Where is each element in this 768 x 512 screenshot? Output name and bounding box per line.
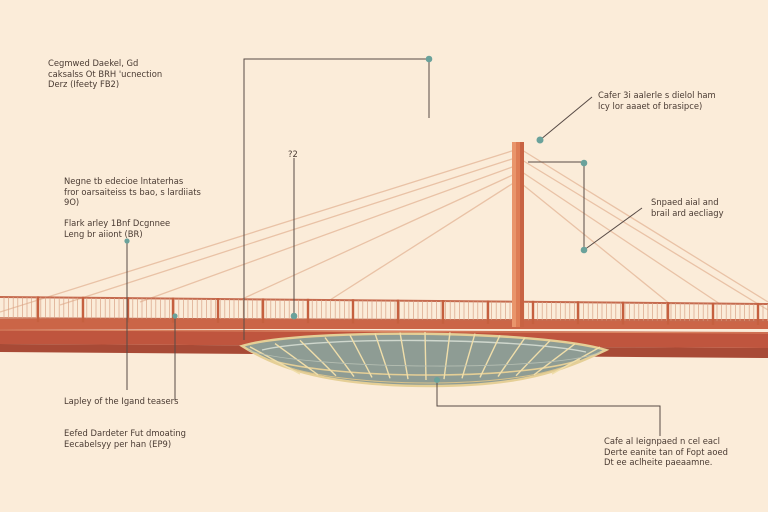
annotation-left-bottom-b: Eefed Dardeter Fut dmoating Eecabelsyy p… [64, 428, 186, 449]
bridge-railing [0, 296, 768, 325]
annotation-left-bottom-a: Lapley of the Igand teasers [64, 396, 179, 406]
bowl-rib [479, 335, 501, 378]
bowl-rib [324, 337, 355, 377]
annotation-top-left: Cegmwed Daekel, Gd caksalss Ot BRH 'ucne… [48, 58, 163, 89]
annotation-left-fork: Flark arley 1Bnf Dcgnnee Leng br aiiont … [64, 218, 171, 239]
tick-label: ?2 [288, 149, 298, 159]
bowl-rib [249, 346, 301, 375]
annotation-left-mid: Negne tb edecioe lntaterhas fror oarsait… [64, 176, 201, 207]
bowl-rib [461, 333, 476, 379]
annotation-right-top: Cafer 3i aalerle s dielol ham lcy lor aa… [598, 90, 716, 111]
callout-dots [124, 55, 588, 383]
bowl-rib [443, 332, 451, 380]
bowl-rib [349, 334, 373, 378]
bowl-rib [299, 339, 337, 377]
bowl-rib [424, 331, 427, 381]
bowl-rib [533, 343, 576, 376]
bowl-rib [551, 346, 601, 375]
leader-lines [126, 58, 661, 436]
bowl-rib [374, 333, 391, 379]
annotation-right-mid: Snpaed aial and brail ard aecliagy [651, 197, 724, 218]
bridge-pylon [512, 142, 524, 327]
bowl-rib [399, 332, 409, 380]
stay-cables [0, 149, 768, 313]
bowl-rib [515, 340, 551, 377]
bowl-rib [497, 337, 526, 377]
glass-bowl-platform [239, 331, 610, 388]
annotation-right-bottom: Cafe al Ieignpaed n cel eacl Derte eanit… [604, 436, 728, 467]
